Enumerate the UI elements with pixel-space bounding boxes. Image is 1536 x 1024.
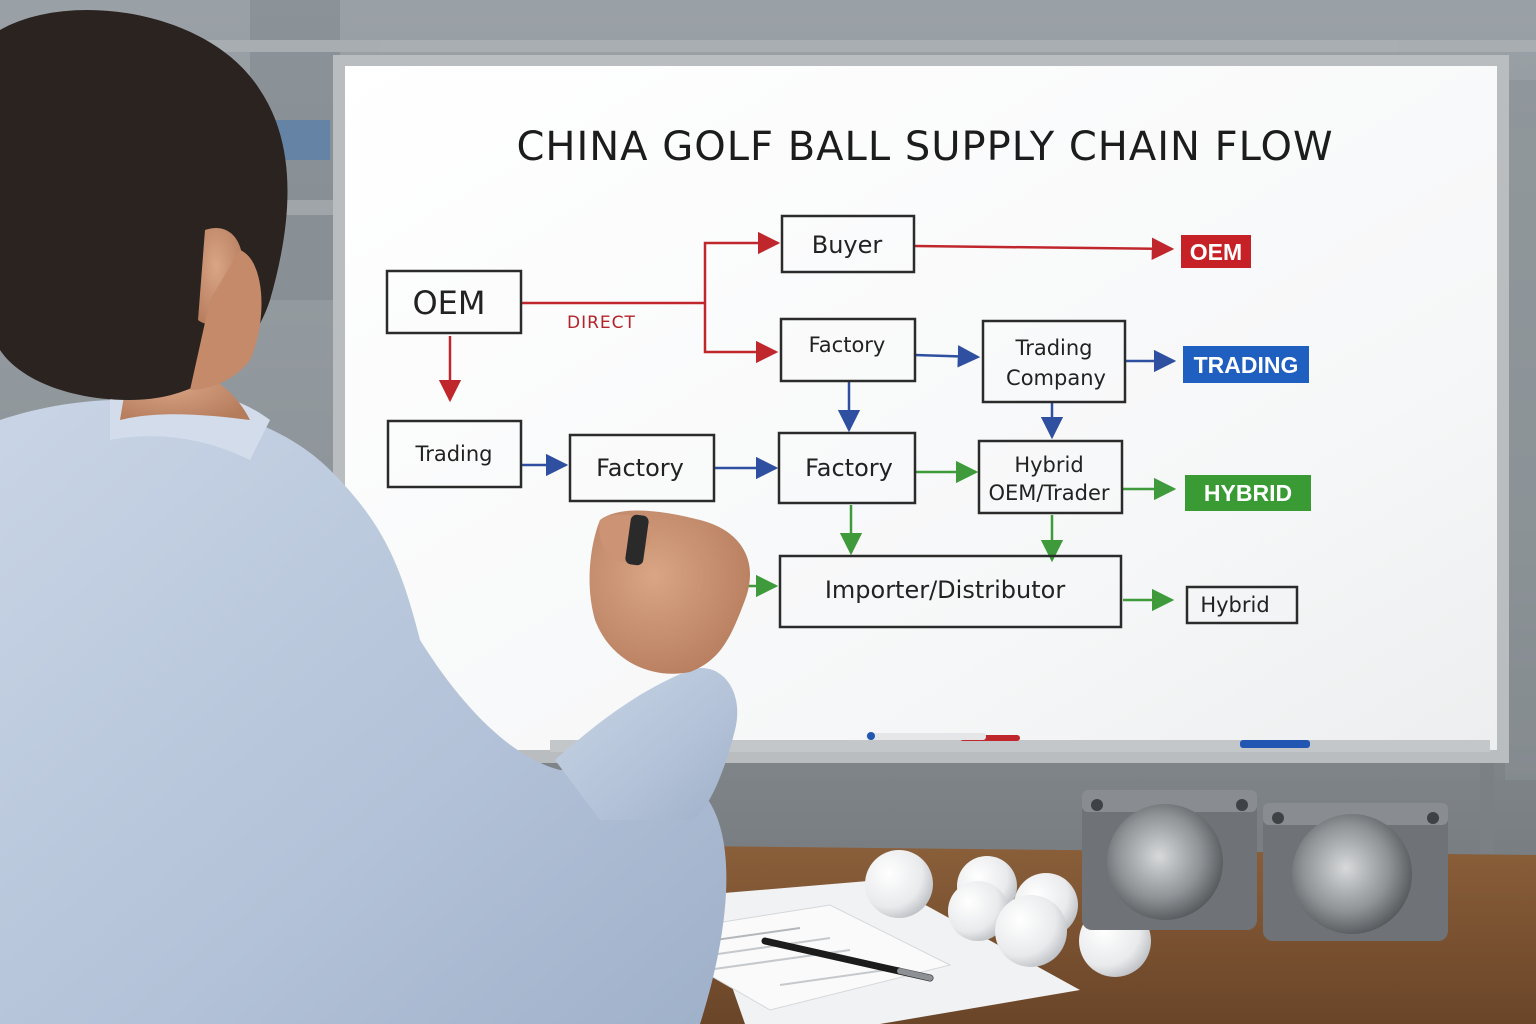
node-importer-label: Importer/Distributor [825,576,1066,604]
golf-ball-mold-left [1082,790,1257,930]
node-factory-top-label: Factory [809,333,886,357]
pen [761,937,934,982]
node-hybrid-end-label: Hybrid [1200,593,1269,617]
background-shelving [0,40,1536,215]
node-factory-mid-label: Factory [596,454,684,482]
node-hybrid-line1: Hybrid [1014,453,1083,477]
node-trading: Trading [386,419,523,489]
tag-hybrid: HYBRID [1185,475,1311,511]
node-factory-center: Factory [777,431,917,505]
blue-marker [1240,740,1310,748]
arm [555,668,738,820]
node-oem-label: OEM [412,284,485,322]
connector-direct-buyer [703,231,781,303]
node-hybrid-line2: OEM/Trader [988,481,1109,505]
direct-label: DIRECT [567,313,636,333]
golf-ball [995,895,1067,967]
tag-oem: OEM [1181,235,1251,268]
shirt [0,399,727,1024]
node-trading-company: Trading Company [981,319,1127,404]
connectors [438,231,1177,612]
tray-marker [866,733,986,740]
node-buyer-label: Buyer [812,231,883,259]
connector-direct-factory [703,303,779,364]
node-hybrid-end: Hybrid [1185,585,1299,625]
whiteboard [333,55,1509,763]
node-factory-center-label: Factory [805,454,893,482]
node-factory-mid: Factory [568,433,716,503]
tag-oem-label: OEM [1190,239,1242,265]
person [0,10,750,1024]
node-importer-distributor: Importer/Distributor [778,554,1123,629]
tag-trading-label: TRADING [1194,352,1299,378]
tag-hybrid-label: HYBRID [1204,480,1292,506]
tag-trading: TRADING [1183,346,1309,383]
node-trading-company-line2: Company [1006,366,1106,390]
node-trading-label: Trading [414,442,492,466]
node-trading-company-line1: Trading [1014,336,1092,360]
node-buyer: Buyer [780,214,916,274]
golf-ball [948,881,1008,941]
connector-buyer-oem-tag [914,237,1175,261]
node-factory-top: Factory [779,317,917,383]
golf-ball-mold-right [1263,803,1448,941]
connector-factory-tradingco [914,345,981,368]
node-hybrid-oem-trader: Hybrid OEM/Trader [977,439,1124,515]
marker-in-hand [625,514,649,566]
node-oem: OEM [385,269,523,335]
diagram-title: CHINA GOLF BALL SUPPLY CHAIN FLOW [516,124,1333,170]
cheek [190,250,262,390]
golf-ball [865,850,933,918]
